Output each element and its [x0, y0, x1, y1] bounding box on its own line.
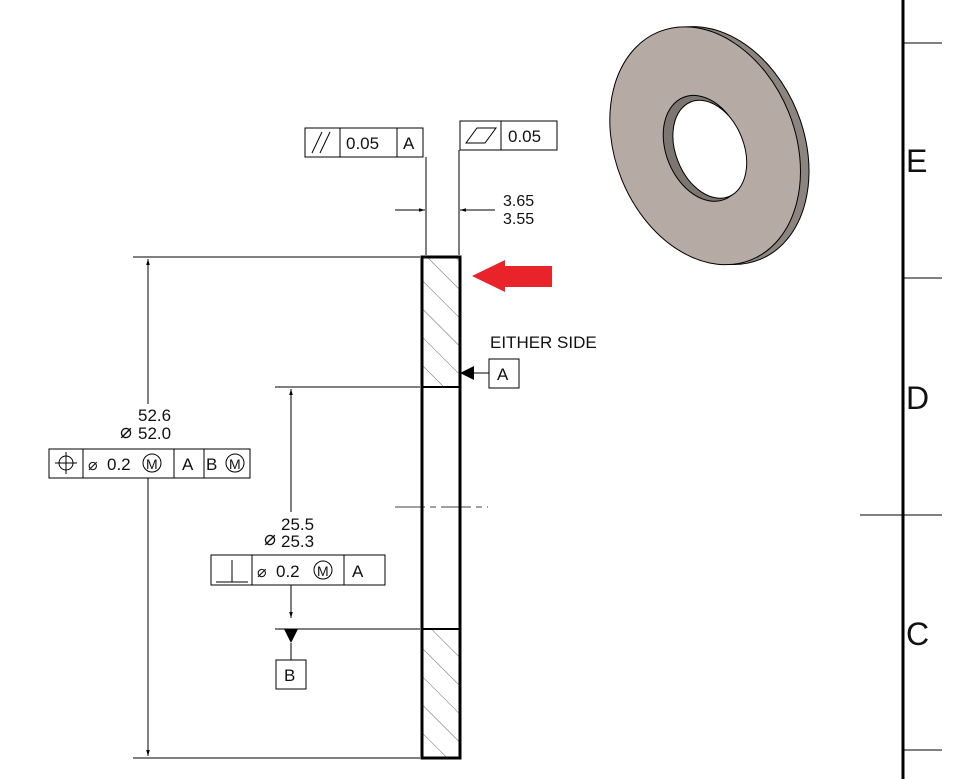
outer-diameter-lower: 52.0 [138, 424, 171, 443]
section-view [395, 255, 488, 760]
inner-diameter-upper: 25.5 [281, 515, 314, 534]
parallelism-datum: A [403, 134, 415, 153]
datum-a-feature: EITHER SIDE A [460, 333, 597, 389]
flatness-icon [465, 127, 497, 144]
datum-a-label: A [497, 365, 509, 384]
zone-label-e: E [906, 143, 927, 179]
pos-tolerance: 0.2 [107, 455, 131, 474]
zone-label-d: D [906, 380, 929, 416]
red-arrow-indicator [472, 260, 552, 292]
thickness-upper: 3.65 [503, 193, 534, 210]
pos-datum-modifier: M [229, 456, 241, 472]
pos-diameter: ⌀ [88, 457, 98, 474]
diameter-symbol: ⌀ [120, 421, 132, 443]
diameter-symbol: ⌀ [264, 528, 276, 550]
inner-diameter-lower: 25.3 [281, 532, 314, 551]
position-control-frame: ⌀ 0.2 M A B M [48, 448, 251, 479]
parallelism-control-frame: 0.05 A [304, 127, 424, 158]
sheet-border: E D C [860, 0, 942, 779]
perp-diameter: ⌀ [257, 564, 267, 581]
perpendicularity-icon [216, 560, 248, 583]
position-icon [55, 452, 77, 474]
parallelism-tolerance: 0.05 [346, 134, 379, 153]
pos-modifier: M [146, 456, 158, 472]
perp-tolerance: 0.2 [276, 562, 300, 581]
flatness-control-frame: 0.05 [459, 120, 558, 151]
zone-label-c: C [906, 616, 929, 652]
washer-3d-view [609, 26, 810, 266]
datum-a-note: EITHER SIDE [490, 333, 597, 352]
datum-b-label: B [284, 666, 295, 685]
datum-b-feature: B [275, 629, 307, 690]
flatness-tolerance: 0.05 [508, 127, 541, 146]
parallelism-icon [311, 131, 331, 154]
thickness-lower: 3.55 [503, 211, 534, 228]
perp-datum: A [352, 562, 364, 581]
pos-datum-b: B [206, 455, 217, 474]
pos-datum-a: A [182, 455, 194, 474]
perp-modifier: M [317, 563, 329, 579]
outer-diameter-upper: 52.6 [138, 406, 171, 425]
perpendicularity-control-frame: ⌀ 0.2 M A [210, 554, 386, 586]
